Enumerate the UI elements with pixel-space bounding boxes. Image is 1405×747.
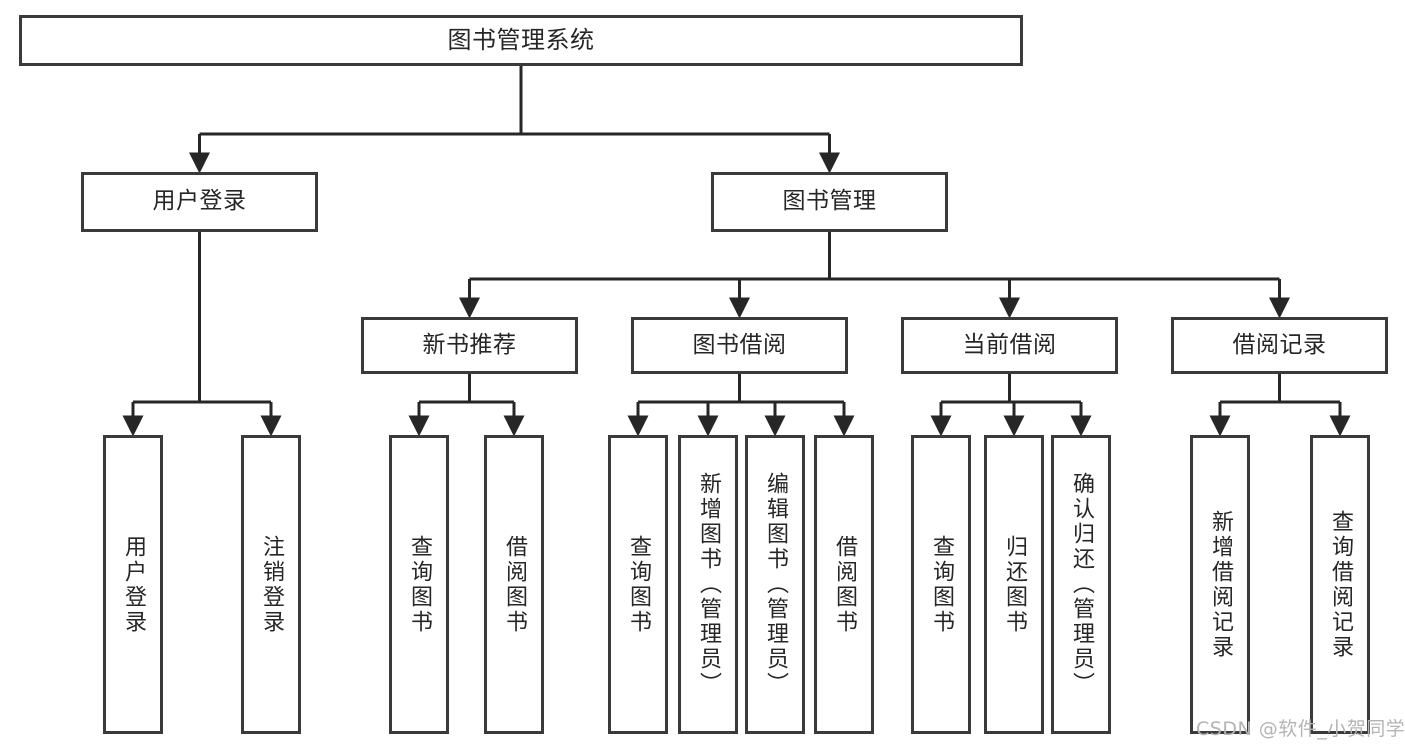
node-label-leaf-query-book-1: 查询图书	[407, 534, 432, 635]
node-label-leaf-return-book: 归还图书	[1002, 534, 1027, 635]
node-leaf-edit-book: 编辑图书（管理员）	[745, 435, 805, 734]
node-leaf-query-record: 查询借阅记录	[1310, 435, 1370, 734]
node-leaf-query-book-2: 查询图书	[608, 435, 668, 734]
node-label-leaf-user-login: 用户登录	[121, 534, 146, 635]
node-label-leaf-confirm-return: 确认归还（管理员）	[1069, 472, 1094, 697]
node-label-borrow-record: 借阅记录	[1232, 331, 1327, 358]
node-label-root: 图书管理系统	[447, 26, 595, 55]
node-label-book-mgmt: 图书管理	[782, 188, 877, 215]
node-leaf-add-record: 新增借阅记录	[1190, 435, 1250, 734]
node-book-mgmt: 图书管理	[711, 172, 948, 232]
node-label-leaf-edit-book: 编辑图书（管理员）	[763, 472, 788, 697]
node-label-user-login: 用户登录	[152, 188, 247, 215]
node-leaf-borrow-book-1: 借阅图书	[484, 435, 544, 734]
node-label-leaf-query-record: 查询借阅记录	[1328, 509, 1353, 660]
node-new-book-rec: 新书推荐	[361, 317, 578, 374]
node-root: 图书管理系统	[19, 15, 1023, 66]
node-label-book-borrow: 图书借阅	[692, 331, 787, 358]
node-leaf-return-book: 归还图书	[984, 435, 1044, 734]
csdn-watermark: CSDN @软件_小贺同学	[1196, 718, 1405, 740]
node-leaf-user-logout: 注销登录	[241, 435, 301, 734]
node-label-leaf-query-book-3: 查询图书	[929, 534, 954, 635]
node-label-new-book-rec: 新书推荐	[422, 331, 517, 358]
node-label-leaf-user-logout: 注销登录	[259, 534, 284, 635]
node-leaf-confirm-return: 确认归还（管理员）	[1051, 435, 1111, 734]
node-leaf-borrow-book-2: 借阅图书	[814, 435, 874, 734]
node-leaf-query-book-1: 查询图书	[389, 435, 449, 734]
node-label-leaf-borrow-book-2: 借阅图书	[832, 534, 857, 635]
node-leaf-query-book-3: 查询图书	[911, 435, 971, 734]
node-borrow-record: 借阅记录	[1171, 317, 1388, 374]
node-label-leaf-add-record: 新增借阅记录	[1208, 509, 1233, 660]
node-label-leaf-add-book: 新增图书（管理员）	[696, 472, 721, 697]
node-leaf-add-book: 新增图书（管理员）	[678, 435, 738, 734]
node-current-borrow: 当前借阅	[901, 317, 1118, 374]
node-label-current-borrow: 当前借阅	[962, 331, 1057, 358]
node-book-borrow: 图书借阅	[631, 317, 848, 374]
node-label-leaf-borrow-book-1: 借阅图书	[502, 534, 527, 635]
node-leaf-user-login: 用户登录	[103, 435, 163, 734]
node-user-login: 用户登录	[81, 172, 318, 232]
node-label-leaf-query-book-2: 查询图书	[626, 534, 651, 635]
